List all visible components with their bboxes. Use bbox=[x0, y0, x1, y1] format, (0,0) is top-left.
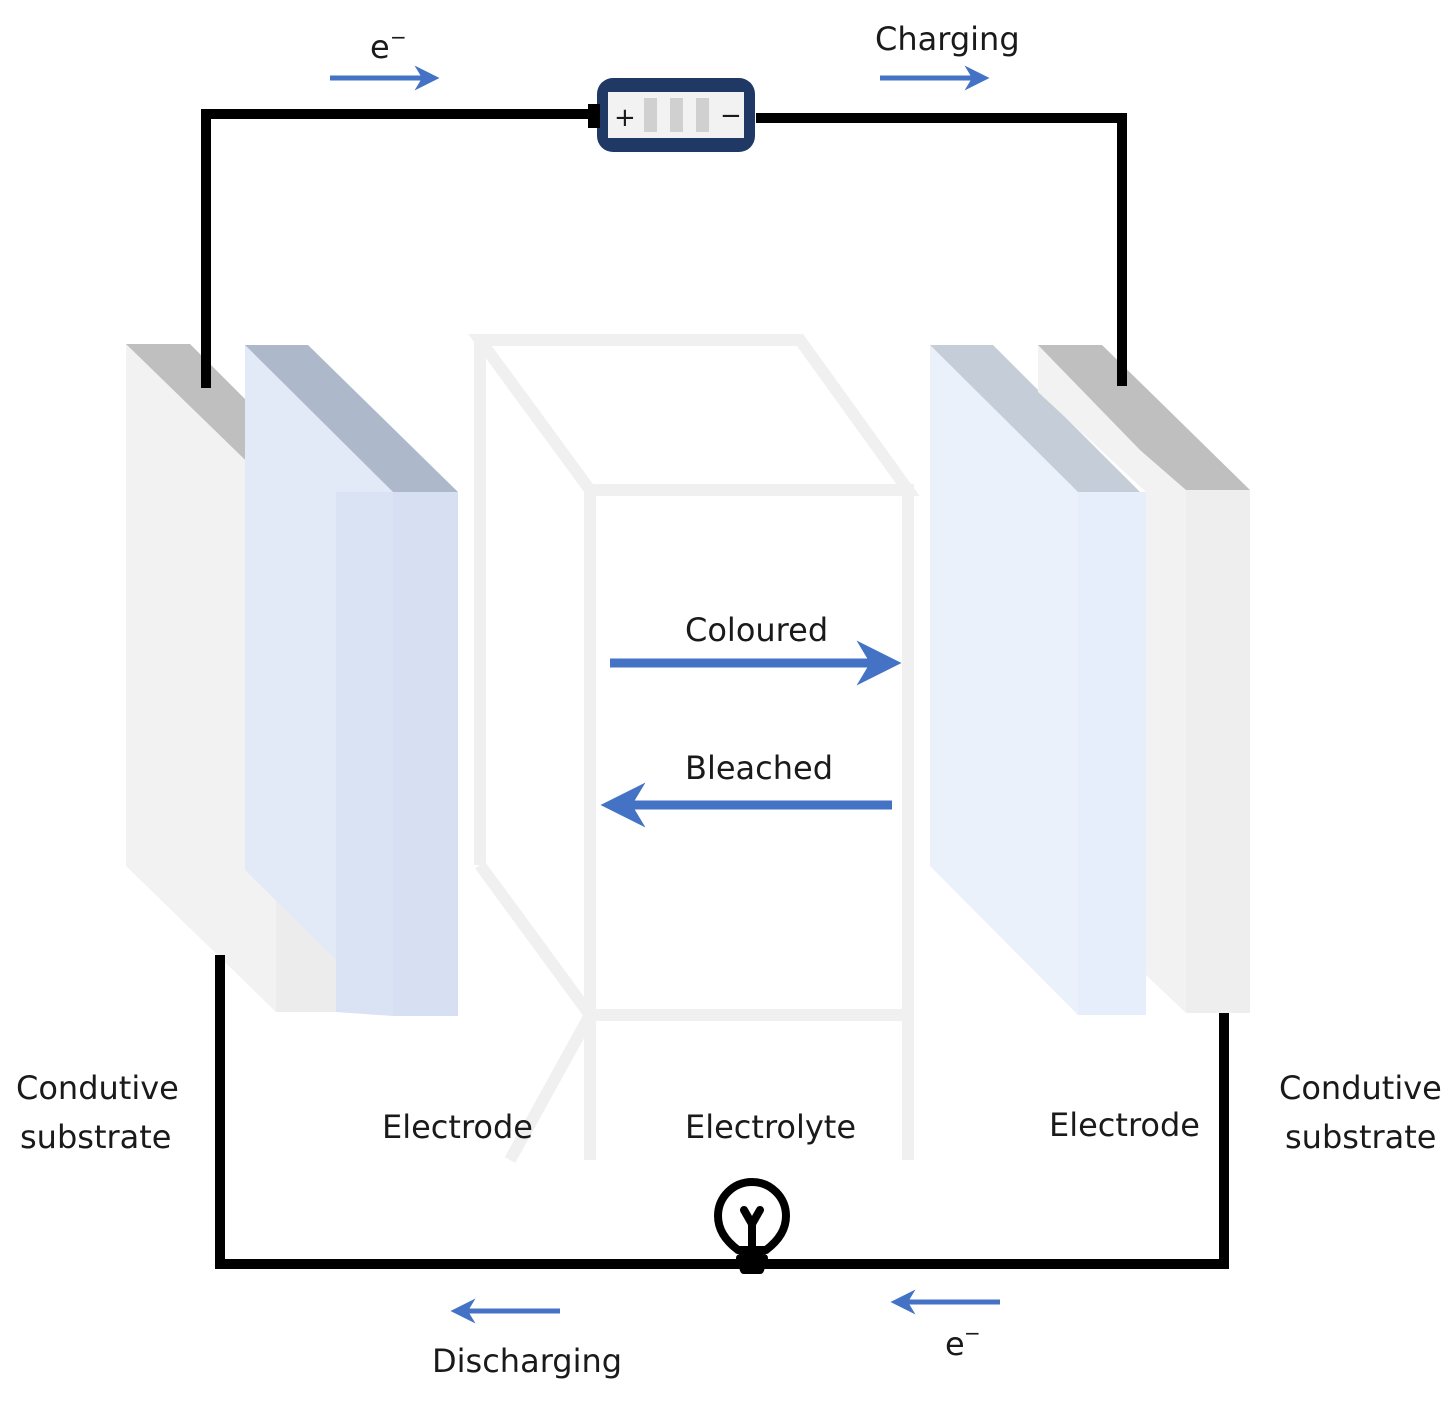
battery-icon: + − bbox=[588, 78, 755, 152]
arrows bbox=[330, 65, 1000, 1324]
circuit-wire bbox=[201, 109, 1229, 1269]
bleached-label: Bleached bbox=[685, 749, 833, 787]
electrolyte-label: Electrolyte bbox=[685, 1108, 856, 1146]
substrate-left-front bbox=[126, 344, 276, 1012]
charging-label: Charging bbox=[875, 20, 1020, 58]
electrolyte-box bbox=[468, 334, 920, 1163]
electron-label-bottom-sup: − bbox=[964, 1321, 981, 1345]
substrate-right bbox=[1038, 345, 1250, 1013]
battery-minus-sign: − bbox=[720, 101, 742, 131]
electron-label-top-sup: − bbox=[390, 25, 407, 49]
substrate-left-label-line2: substrate bbox=[20, 1118, 171, 1156]
discharging-label: Discharging bbox=[432, 1342, 622, 1380]
electrode-right-label: Electrode bbox=[1049, 1106, 1200, 1144]
coloured-label: Coloured bbox=[685, 611, 828, 649]
electrode-left-label: Electrode bbox=[382, 1108, 533, 1146]
battery-plus-sign: + bbox=[614, 103, 636, 133]
electron-label-top: e bbox=[370, 28, 390, 66]
substrate-right-label-line2: substrate bbox=[1285, 1118, 1436, 1156]
electron-label-bottom: e bbox=[945, 1325, 965, 1363]
electrode-left-plate bbox=[245, 345, 458, 1016]
electrode-right-plate bbox=[930, 345, 1146, 1015]
substrate-left-label-line1: Condutive bbox=[16, 1069, 179, 1107]
substrate-right-label-line1: Condutive bbox=[1279, 1069, 1442, 1107]
light-bulb-icon bbox=[714, 1178, 790, 1274]
